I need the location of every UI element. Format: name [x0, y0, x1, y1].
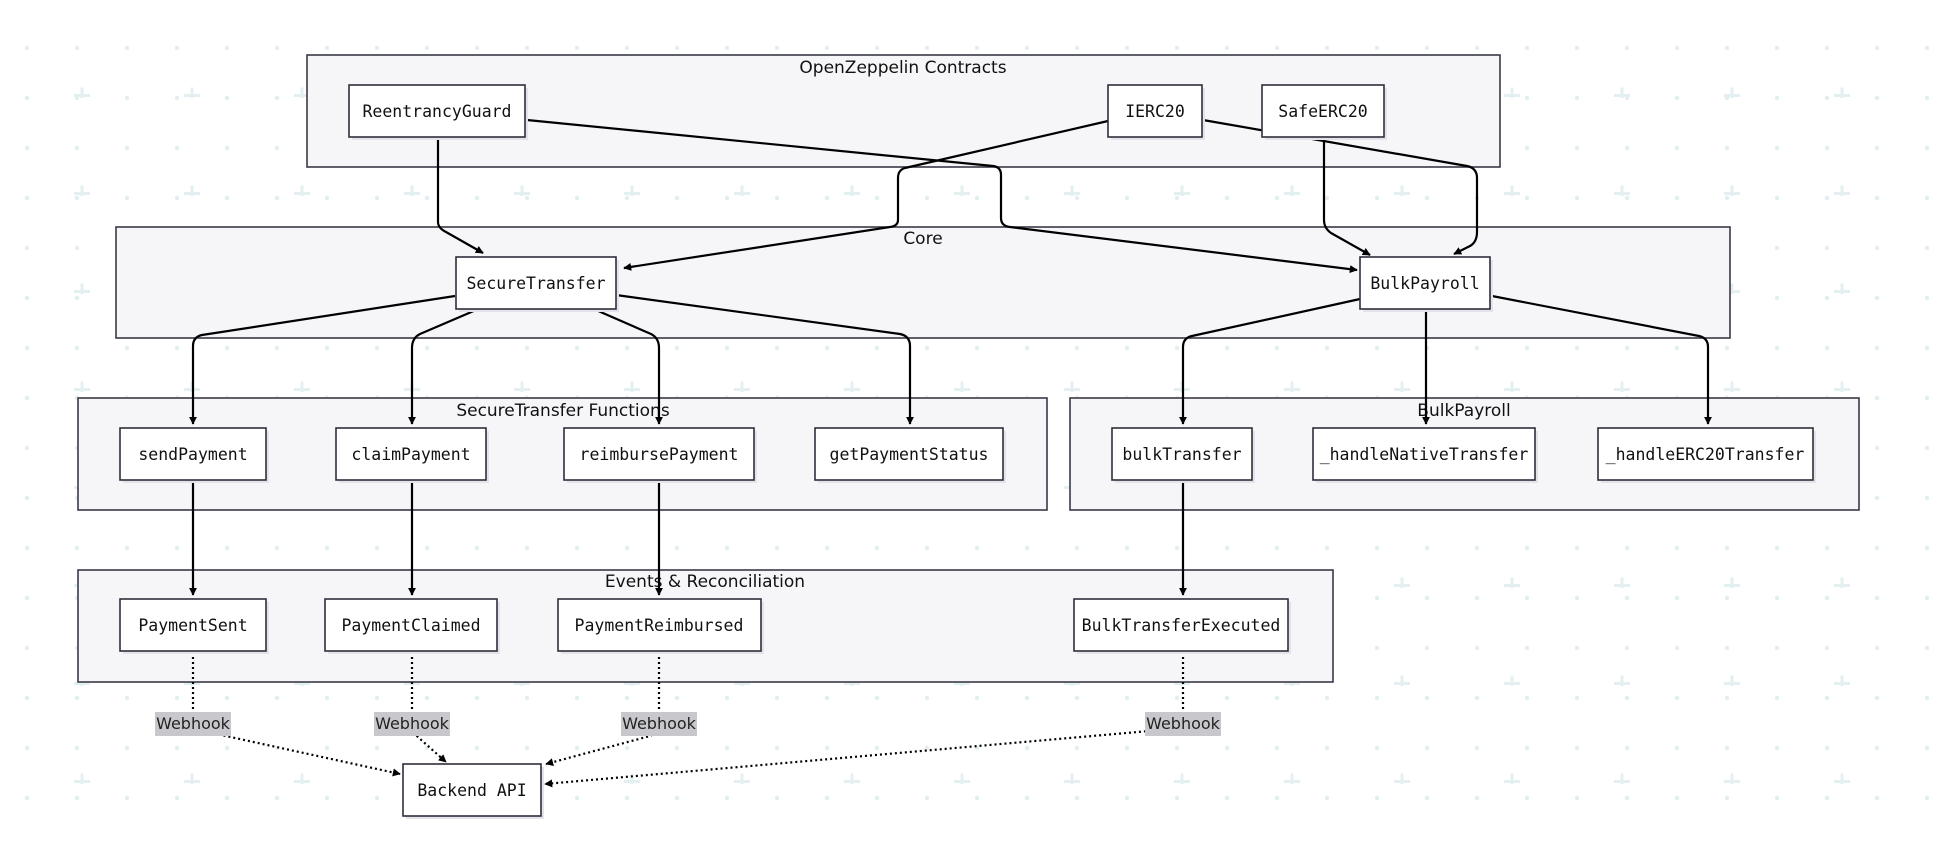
node-paymentreimbursed[interactable]: PaymentReimbursed	[557, 598, 764, 654]
svg-text:bulkTransfer: bulkTransfer	[1122, 445, 1241, 464]
webhook-label-1: Webhook	[155, 712, 231, 736]
group-title-securetransfer-functions: SecureTransfer Functions	[456, 401, 670, 421]
edge-safeerc20-bulkpayroll	[1322, 139, 1371, 256]
edge-reentrancyguard-bulkpayroll	[526, 118, 1358, 274]
edge-ierc20-securetransfer	[623, 119, 1109, 271]
edge-reentrancyguard-securetransfer	[436, 138, 484, 254]
svg-text:Webhook: Webhook	[375, 714, 450, 733]
svg-text:BulkPayroll: BulkPayroll	[1370, 274, 1479, 293]
group-title-core: Core	[903, 229, 942, 249]
svg-text:PaymentSent: PaymentSent	[138, 616, 247, 635]
edge-securetransfer-sendpayment	[189, 294, 456, 425]
node-handlenativetransfer[interactable]: _handleNativeTransfer	[1312, 427, 1538, 483]
svg-text:_handleERC20Transfer: _handleERC20Transfer	[1606, 445, 1805, 464]
group-title-bulkpayroll: BulkPayroll	[1417, 401, 1510, 421]
node-handleerc20transfer[interactable]: _handleERC20Transfer	[1597, 427, 1816, 483]
webhook-label-3: Webhook	[621, 712, 697, 736]
svg-text:reimbursePayment: reimbursePayment	[580, 445, 739, 464]
svg-text:claimPayment: claimPayment	[351, 445, 470, 464]
node-bulkpayroll[interactable]: BulkPayroll	[1359, 256, 1493, 312]
group-title-events-reconciliation: Events & Reconciliation	[605, 572, 805, 592]
node-getpaymentstatus[interactable]: getPaymentStatus	[814, 427, 1006, 483]
node-claimpayment[interactable]: claimPayment	[335, 427, 489, 483]
svg-text:ReentrancyGuard: ReentrancyGuard	[362, 102, 511, 121]
node-ierc20[interactable]: IERC20	[1107, 84, 1205, 140]
svg-text:BulkTransferExecuted: BulkTransferExecuted	[1082, 616, 1281, 635]
edge-bulkpayroll-handleerc20transfer	[1491, 294, 1712, 425]
node-backendapi[interactable]: Backend API	[402, 763, 544, 819]
node-paymentsent[interactable]: PaymentSent	[119, 598, 269, 654]
webhook-label-4: Webhook	[1145, 712, 1221, 736]
svg-text:IERC20: IERC20	[1125, 102, 1185, 121]
edge-securetransfer-reimbursepayment	[595, 308, 663, 425]
node-reimbursepayment[interactable]: reimbursePayment	[563, 427, 757, 483]
node-securetransfer[interactable]: SecureTransfer	[455, 256, 619, 312]
edge-bulkpayroll-bulktransfer	[1179, 297, 1361, 425]
edge-securetransfer-claimpayment	[408, 308, 477, 425]
svg-text:SecureTransfer: SecureTransfer	[466, 274, 605, 293]
edge-ierc20-bulkpayroll	[1202, 118, 1479, 255]
group-title-openzeppelin: OpenZeppelin Contracts	[799, 58, 1006, 78]
edge-securetransfer-getpaymentstatus	[615, 293, 914, 425]
node-bulktransfer[interactable]: bulkTransfer	[1111, 427, 1255, 483]
svg-text:PaymentClaimed: PaymentClaimed	[341, 616, 480, 635]
svg-text:Webhook: Webhook	[1146, 714, 1221, 733]
node-bulktransferexecuted[interactable]: BulkTransferExecuted	[1073, 598, 1291, 654]
svg-text:sendPayment: sendPayment	[138, 445, 247, 464]
svg-text:PaymentReimbursed: PaymentReimbursed	[575, 616, 744, 635]
webhook-label-2: Webhook	[374, 712, 450, 736]
node-paymentclaimed[interactable]: PaymentClaimed	[324, 598, 500, 654]
svg-text:getPaymentStatus: getPaymentStatus	[830, 445, 989, 464]
svg-text:Webhook: Webhook	[156, 714, 231, 733]
node-sendpayment[interactable]: sendPayment	[119, 427, 269, 483]
svg-text:_handleNativeTransfer: _handleNativeTransfer	[1320, 445, 1529, 464]
svg-text:SafeERC20: SafeERC20	[1278, 102, 1367, 121]
svg-text:Webhook: Webhook	[622, 714, 697, 733]
node-safeerc20[interactable]: SafeERC20	[1261, 84, 1387, 140]
svg-text:Backend API: Backend API	[417, 781, 526, 800]
node-reentrancyguard[interactable]: ReentrancyGuard	[348, 84, 528, 140]
